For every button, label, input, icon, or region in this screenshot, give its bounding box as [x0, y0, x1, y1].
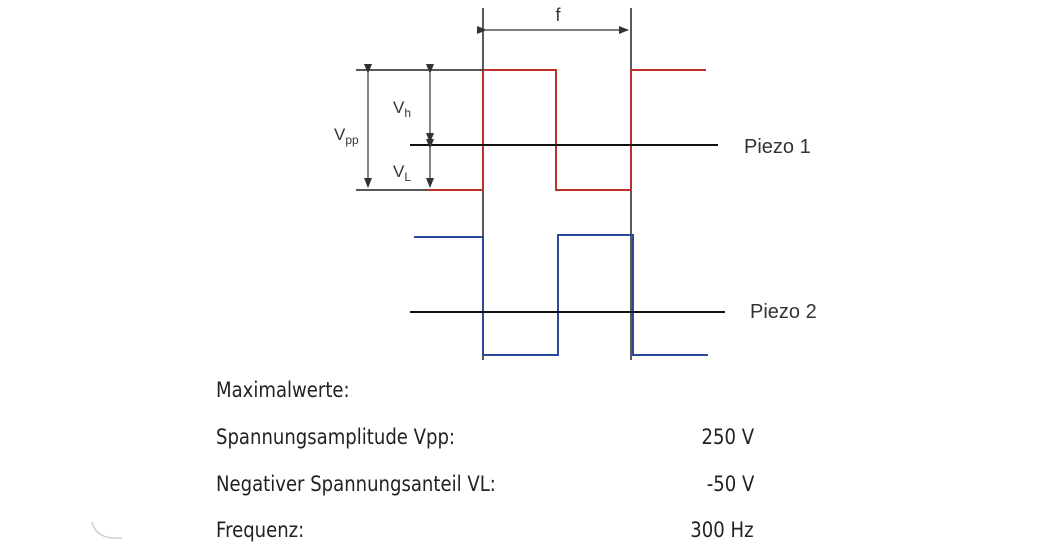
spec-label-frequency: Frequenz:	[216, 518, 305, 542]
vpp-label: Vpp	[334, 125, 359, 147]
spec-label-vpp: Spannungsamplitude Vpp:	[216, 425, 456, 449]
period-label: f	[555, 5, 561, 25]
spec-value-frequency: 300 Hz	[690, 518, 754, 542]
piezo1-waveform	[428, 69, 706, 191]
waveform-diagram: f Vpp Vh VL Piezo 1 Piezo 2	[334, 5, 817, 360]
spec-value-vpp: 250 V	[701, 425, 754, 449]
piezo2-label: Piezo 2	[750, 301, 817, 323]
vl-label: VL	[393, 162, 411, 184]
piezo2-waveform	[414, 234, 708, 356]
spec-label-vl: Negativer Spannungsanteil VL:	[216, 472, 496, 496]
vh-label: Vh	[393, 98, 411, 120]
scan-mark	[91, 521, 123, 539]
spec-value-vl: -50 V	[706, 472, 754, 496]
piezo1-label: Piezo 1	[744, 136, 811, 158]
specs-heading: Maximalwerte:	[216, 378, 350, 402]
